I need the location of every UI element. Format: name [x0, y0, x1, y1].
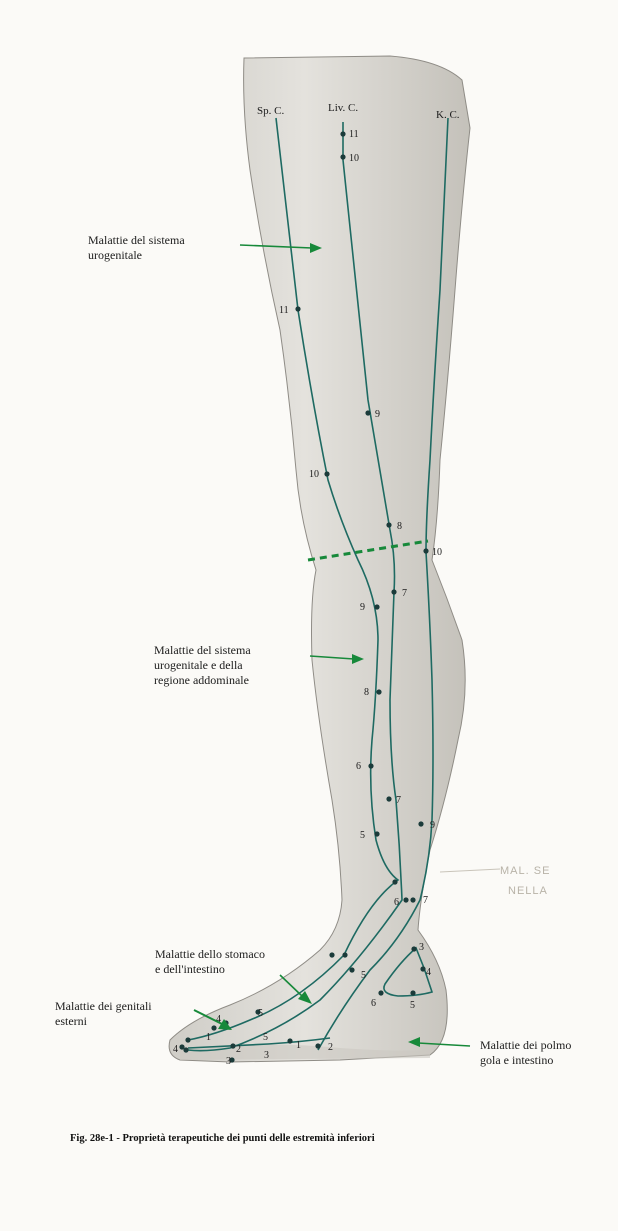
label-ft-c: 2: [328, 1042, 333, 1053]
label-k-6: 6: [394, 897, 399, 908]
label-sp-8: 8: [364, 687, 369, 698]
liver-meridian-label: Liv. C.: [328, 102, 358, 114]
point-ft-e: [211, 1025, 216, 1030]
label-liv-10: 10: [349, 153, 359, 164]
point-ft-3: [411, 946, 416, 951]
point-sp-5: [374, 831, 379, 836]
label-ft-j: 5: [263, 1032, 268, 1043]
annotation-abdominal-line2: urogenitale e della: [154, 658, 243, 672]
handwritten-note-line: [440, 869, 500, 872]
annotation-lungs-line1: Malattie dei polmo: [480, 1038, 571, 1052]
label-ft-f: 4: [173, 1044, 178, 1055]
label-liv-6: 7: [396, 795, 401, 806]
annotation-stomach-line1: Malattie dello stomaco: [155, 947, 265, 961]
label-sp-5: 5: [360, 830, 365, 841]
handwritten-note: MAL. SE NELLA: [440, 865, 550, 897]
label-ft-g: 3: [226, 1056, 231, 1067]
point-k-10: [423, 548, 428, 553]
point-sp-9: [374, 604, 379, 609]
annotation-lungs-line2: gola e intestino: [480, 1053, 553, 1067]
point-ft-i: [230, 1043, 235, 1048]
annotation-stomach-line2: e dell'intestino: [155, 962, 225, 976]
handwriting-line1: MAL. SE: [500, 865, 550, 877]
label-ft-5b: 5: [361, 970, 366, 981]
point-ft-j: [315, 1043, 320, 1048]
point-ft-5b: [349, 967, 354, 972]
label-ft-e: 5: [258, 1008, 263, 1019]
annotation-urogenital-line1: Malattie del sistema: [88, 233, 185, 247]
point-liv-7: [391, 589, 396, 594]
label-liv-9: 9: [375, 409, 380, 420]
figure-caption: Fig. 28e-1 - Proprietà terapeutiche dei …: [70, 1133, 375, 1144]
label-ft-h: 2: [236, 1044, 241, 1055]
annotation-genitals-line2: esterni: [55, 1014, 88, 1028]
point-sp-6: [368, 763, 373, 768]
label-ft-6: 6: [371, 998, 376, 1009]
handwriting-line2: NELLA: [508, 885, 548, 897]
label-k-10: 10: [432, 547, 442, 558]
label-sp-11: 11: [279, 305, 289, 316]
annotation-abdominal-line1: Malattie del sistema: [154, 643, 251, 657]
label-liv-11: 11: [349, 129, 359, 140]
label-k-9: 9: [430, 820, 435, 831]
point-ft-k: [287, 1038, 292, 1043]
point-ft-6: [378, 990, 383, 995]
point-ft-f: [185, 1037, 190, 1042]
point-liv-9: [365, 410, 370, 415]
point-ft-h: [183, 1047, 188, 1052]
point-k-9: [418, 821, 423, 826]
label-ft-3: 3: [419, 942, 424, 953]
label-sp-10: 10: [309, 469, 319, 480]
point-liv-11: [340, 131, 345, 136]
label-ft-d: 1: [296, 1040, 301, 1051]
spleen-meridian-label: Sp. C.: [257, 105, 284, 117]
label-ft-b: 3: [264, 1050, 269, 1061]
label-sp-9: 9: [360, 602, 365, 613]
point-liv-10: [340, 154, 345, 159]
point-sp-10: [324, 471, 329, 476]
label-ft-5: 5: [410, 1000, 415, 1011]
point-k-7: [410, 897, 415, 902]
point-ft-b: [342, 952, 347, 957]
kidney-meridian-label: K. C.: [436, 109, 460, 121]
annotation-abdominal-line3: regione addominale: [154, 673, 249, 687]
label-k-7: 7: [423, 895, 428, 906]
leg-silhouette: [169, 56, 470, 1062]
label-ft-4: 4: [426, 967, 431, 978]
annotation-urogenital-line2: urogenitale: [88, 248, 142, 262]
point-k-7b: [403, 897, 408, 902]
point-ft-a: [329, 952, 334, 957]
point-liv-6: [386, 796, 391, 801]
label-ft-i: 1: [206, 1032, 211, 1043]
point-sp-11: [295, 306, 300, 311]
point-ft-5: [410, 990, 415, 995]
label-liv-7: 7: [402, 588, 407, 599]
point-k-6: [392, 879, 397, 884]
point-ft-4: [420, 966, 425, 971]
label-sp-6: 6: [356, 761, 361, 772]
point-liv-8: [386, 522, 391, 527]
annotation-genitals-line1: Malattie dei genitali: [55, 999, 152, 1013]
label-liv-8: 8: [397, 521, 402, 532]
point-sp-8: [376, 689, 381, 694]
